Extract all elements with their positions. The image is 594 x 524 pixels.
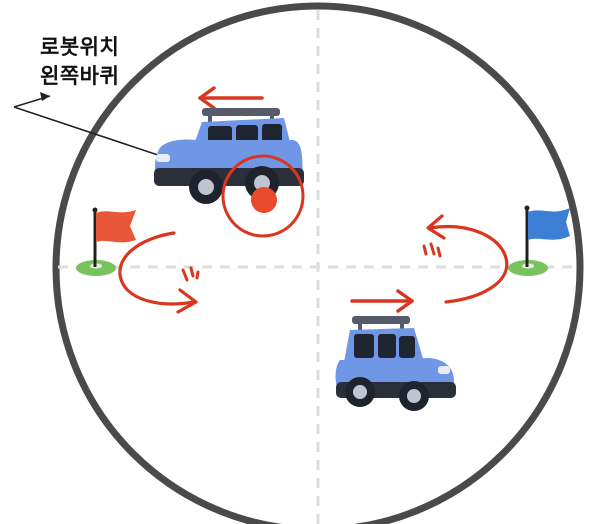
guide-lines xyxy=(58,10,580,524)
left-wheel-marker xyxy=(221,154,305,238)
orange-flag-icon xyxy=(76,207,136,276)
track-circle xyxy=(52,2,584,524)
annotation-left-wheel: 왼쪽바퀴 xyxy=(40,64,120,88)
left-car-direction-arrow xyxy=(198,86,264,110)
right-car xyxy=(335,289,456,411)
blue-flag-icon xyxy=(508,205,570,276)
right-turn-arrow xyxy=(422,214,509,304)
annotation-robot-position: 로봇위치 xyxy=(40,35,120,59)
left-turn-arrow xyxy=(118,231,200,314)
left-car xyxy=(154,86,304,204)
right-car-direction-arrow xyxy=(350,289,414,313)
